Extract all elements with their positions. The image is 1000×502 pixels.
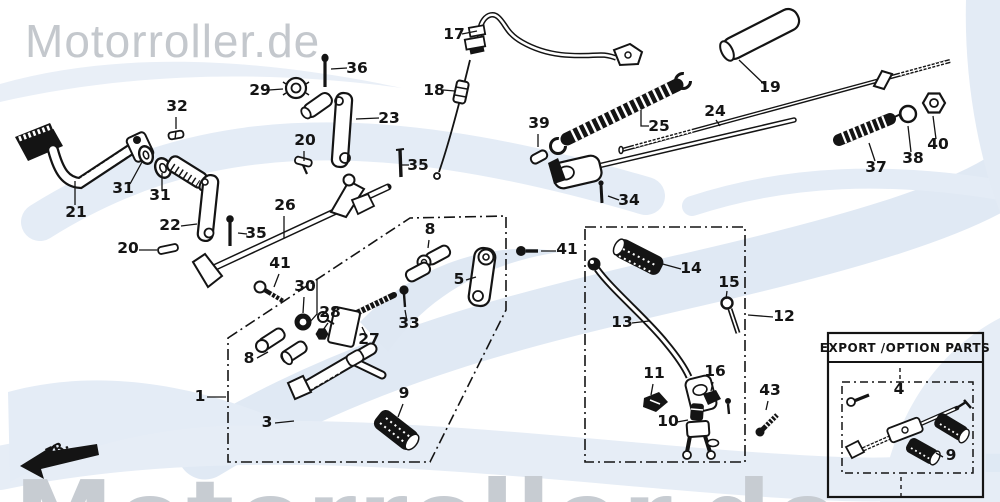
part-label-39: 39 (528, 114, 550, 132)
part-label-36: 36 (346, 59, 368, 77)
part-34-pin (598, 180, 604, 204)
part-label-29: 29 (249, 81, 271, 99)
part-label-38: 38 (902, 149, 924, 167)
part-29-ring (282, 76, 310, 100)
part-label-9: 9 (399, 384, 410, 402)
export-option-box: EXPORT /OPTION PARTS (820, 331, 990, 500)
part-label-37: 37 (865, 158, 887, 176)
part-label-19: 19 (759, 78, 781, 96)
part-35-bolt-left (226, 215, 234, 246)
part-23-link (300, 91, 354, 169)
part-24-brake-rod (618, 58, 951, 155)
part-label-15: 15 (718, 273, 740, 291)
part-5-link (467, 246, 497, 308)
part-label-41-left: 41 (269, 254, 291, 272)
part-label-21: 21 (65, 203, 87, 221)
part-label-31-a: 31 (112, 179, 134, 197)
part-35-pin-top (395, 148, 405, 178)
part-label-31-b: 31 (149, 186, 171, 204)
part-label-9-export: 9 (946, 446, 957, 464)
part-8-joints-upper (404, 244, 452, 283)
part-25-spring (549, 72, 692, 155)
part-label-17: 17 (443, 25, 465, 43)
part-31-seals (137, 145, 173, 179)
part-label-25: 25 (648, 117, 670, 135)
part-15-bolt (720, 296, 741, 334)
part-label-24: 24 (704, 102, 726, 120)
part-26-shift-rod (191, 173, 392, 289)
part-43-screw (755, 413, 779, 437)
part-label-27: 27 (358, 330, 380, 348)
part-41-bolt-right (516, 246, 538, 256)
part-label-32: 32 (166, 97, 188, 115)
part-label-14: 14 (680, 259, 702, 277)
part-33-ball-pin (399, 285, 409, 308)
part-30-grommet (294, 313, 312, 331)
part-label-33: 33 (398, 314, 420, 332)
part-label-1: 1 (195, 387, 206, 405)
stand-lever (548, 117, 797, 190)
part-label-12: 12 (773, 307, 795, 325)
part-label-5: 5 (454, 270, 465, 288)
part-label-28: 28 (319, 303, 341, 321)
watermark-brand-accent: .de (976, 383, 1000, 495)
part-labels: 17 18 35 36 29 23 32 20 21 31 31 22 20 2… (65, 25, 956, 464)
part-label-35-left: 35 (245, 224, 267, 242)
part-label-8-lower: 8 (244, 349, 255, 367)
part-28-nut (315, 328, 329, 340)
part-label-26: 26 (274, 196, 296, 214)
part-label-4: 4 (894, 380, 905, 398)
part-16-piece (703, 390, 731, 415)
leader-lines (74, 30, 944, 458)
part-label-40: 40 (927, 135, 949, 153)
part-label-3: 3 (262, 413, 273, 431)
part-label-34: 34 (618, 191, 640, 209)
part-22-arm (196, 173, 220, 243)
part-37-spring (833, 113, 902, 146)
part-32-pin (167, 129, 185, 141)
part-41-bolt-left (253, 280, 285, 303)
part-10-joint (682, 403, 720, 460)
export-footrest-rubbers (905, 413, 970, 466)
watermark-brand-top: Motorroller.de (25, 15, 320, 67)
part-label-30: 30 (294, 277, 316, 295)
part-label-20-top: 20 (294, 131, 316, 149)
part-label-22: 22 (159, 216, 181, 234)
part-9-footrest-rubber (373, 409, 420, 451)
part-14-rubber (612, 238, 664, 275)
part-39-pin (529, 149, 549, 165)
part-36-bolt (321, 53, 329, 87)
part-19-tube (719, 7, 801, 62)
part-label-11: 11 (643, 364, 665, 382)
part-11-pedal-tip (643, 392, 668, 412)
part-label-41-right: 41 (556, 240, 578, 258)
export-box-title: EXPORT /OPTION PARTS (820, 341, 990, 355)
part-label-10: 10 (657, 412, 679, 430)
group-1-boundary (227, 215, 507, 463)
part-label-35-top: 35 (407, 156, 429, 174)
bracket-line (308, 279, 318, 324)
part-20-pin-left (157, 243, 179, 255)
watermark-brand-bottom: Motorroller.de (14, 459, 843, 502)
part-40-nut (921, 92, 947, 114)
part-38-clip (898, 104, 918, 124)
export-inner-boundary (841, 381, 974, 474)
part-label-18: 18 (423, 81, 445, 99)
part-label-23: 23 (378, 109, 400, 127)
group-12-boundary (584, 226, 746, 463)
part-18-adjuster (452, 79, 470, 105)
part-label-8-upper: 8 (425, 220, 436, 238)
part-3-change-arm (286, 306, 387, 401)
part-label-20-left: 20 (117, 239, 139, 257)
part-17-cable (433, 12, 644, 180)
part-label-13: 13 (611, 313, 633, 331)
part-label-16: 16 (704, 362, 726, 380)
part-label-43: 43 (759, 381, 781, 399)
fr-direction-arrow-icon (20, 443, 99, 479)
part-8-joints-lower (255, 327, 308, 366)
